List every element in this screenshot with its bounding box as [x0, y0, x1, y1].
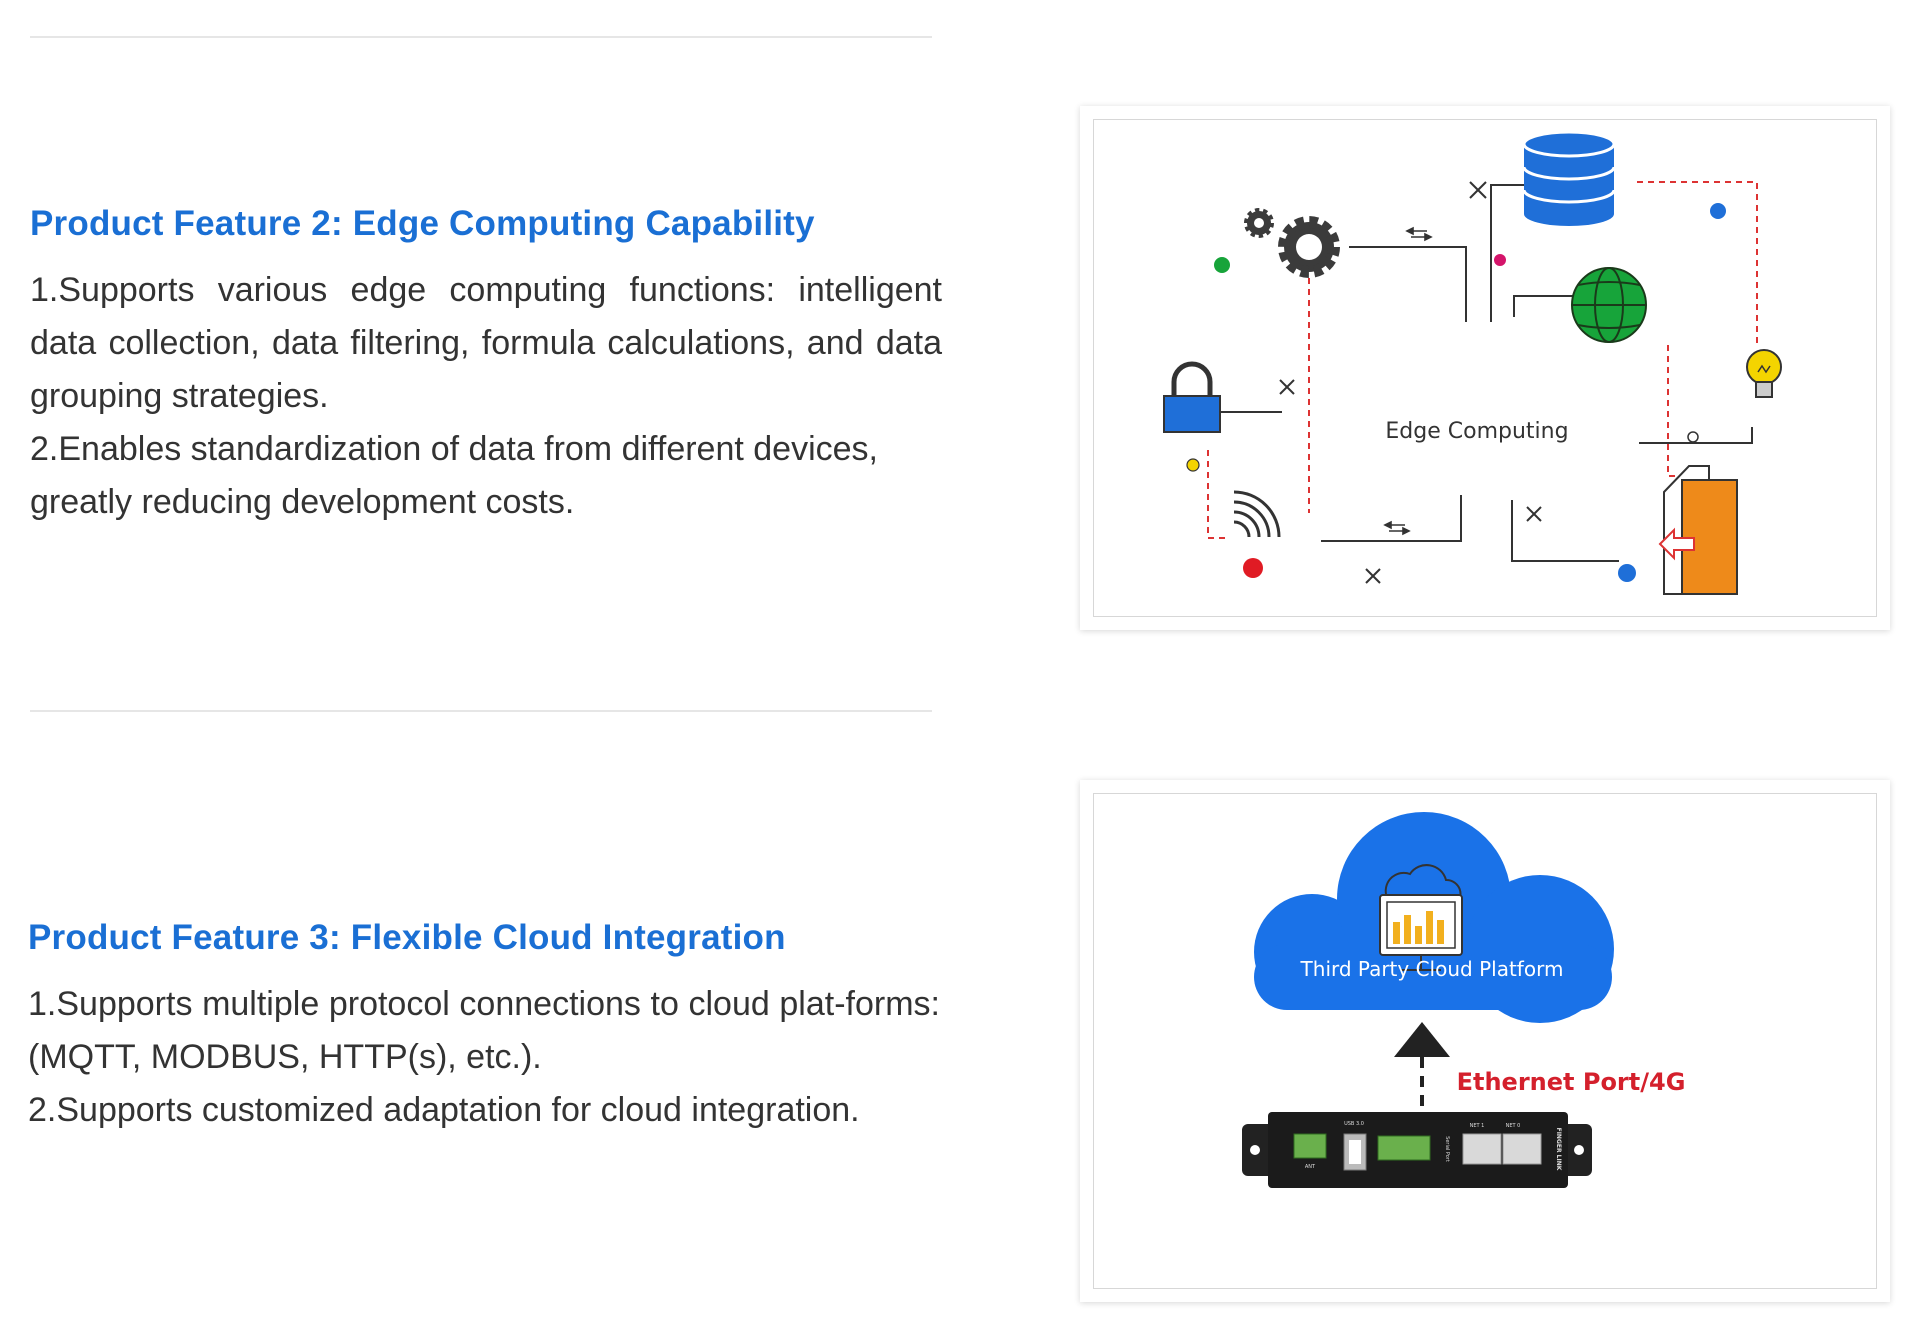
gateway-device-icon: USB 3.0 NET 1 NET 0 ANT Serial Port FING… [1242, 1112, 1592, 1188]
lock-icon [1163, 361, 1221, 433]
gear-icon [1244, 208, 1340, 278]
feature3-point-1: 1.Supports multiple protocol connections… [28, 985, 940, 1076]
section-divider-top [30, 36, 932, 38]
cloud-platform-label: Third Party Cloud Platform [1300, 957, 1564, 981]
section-divider-middle [30, 710, 932, 712]
wireless-signal-icon [1233, 490, 1281, 538]
dashboard-monitor-icon [1379, 864, 1463, 971]
lightbulb-icon [1746, 349, 1782, 398]
document-transfer-icon [1658, 465, 1738, 595]
upload-arrow-icon [1394, 1022, 1450, 1057]
cloud-integration-diagram-card: Third Party Cloud Platform Ethernet Port… [1080, 780, 1890, 1302]
database-icon [1522, 130, 1616, 226]
cloud-integration-diagram: Third Party Cloud Platform Ethernet Port… [1242, 812, 1686, 1188]
feature2-point-2: 2.Enables standardization of data from d… [30, 430, 878, 521]
globe-icon [1571, 267, 1647, 343]
feature3-description: 1.Supports multiple protocol connections… [28, 978, 940, 1137]
feature2-point-1: 1.Supports various edge computing functi… [30, 271, 942, 415]
edge-computing-diagram: Edge Computing [1163, 130, 1782, 595]
feature3-title: Product Feature 3: Flexible Cloud Integr… [28, 918, 786, 957]
edge-computing-diagram-frame: Edge Computing [1093, 119, 1877, 617]
antenna-port-label: ANT [1305, 1164, 1316, 1170]
edge-computing-label: Edge Computing [1385, 419, 1568, 444]
decorative-dots [1186, 203, 1726, 582]
feature2-title: Product Feature 2: Edge Computing Capabi… [30, 204, 815, 243]
feature2-description: 1.Supports various edge computing functi… [30, 264, 942, 529]
serial-port-label: Serial Port [1444, 1136, 1450, 1162]
usb-port-label: USB 3.0 [1344, 1121, 1364, 1127]
edge-computing-diagram-card: Edge Computing [1080, 106, 1890, 630]
device-brand-label: FINGER LINK [1555, 1128, 1562, 1171]
net1-port-label: NET 1 [1470, 1123, 1485, 1129]
feature3-point-2: 2.Supports customized adaptation for clo… [28, 1091, 860, 1129]
ethernet-4g-label: Ethernet Port/4G [1457, 1068, 1686, 1096]
net0-port-label: NET 0 [1506, 1123, 1521, 1129]
cloud-integration-diagram-frame: Third Party Cloud Platform Ethernet Port… [1093, 793, 1877, 1289]
